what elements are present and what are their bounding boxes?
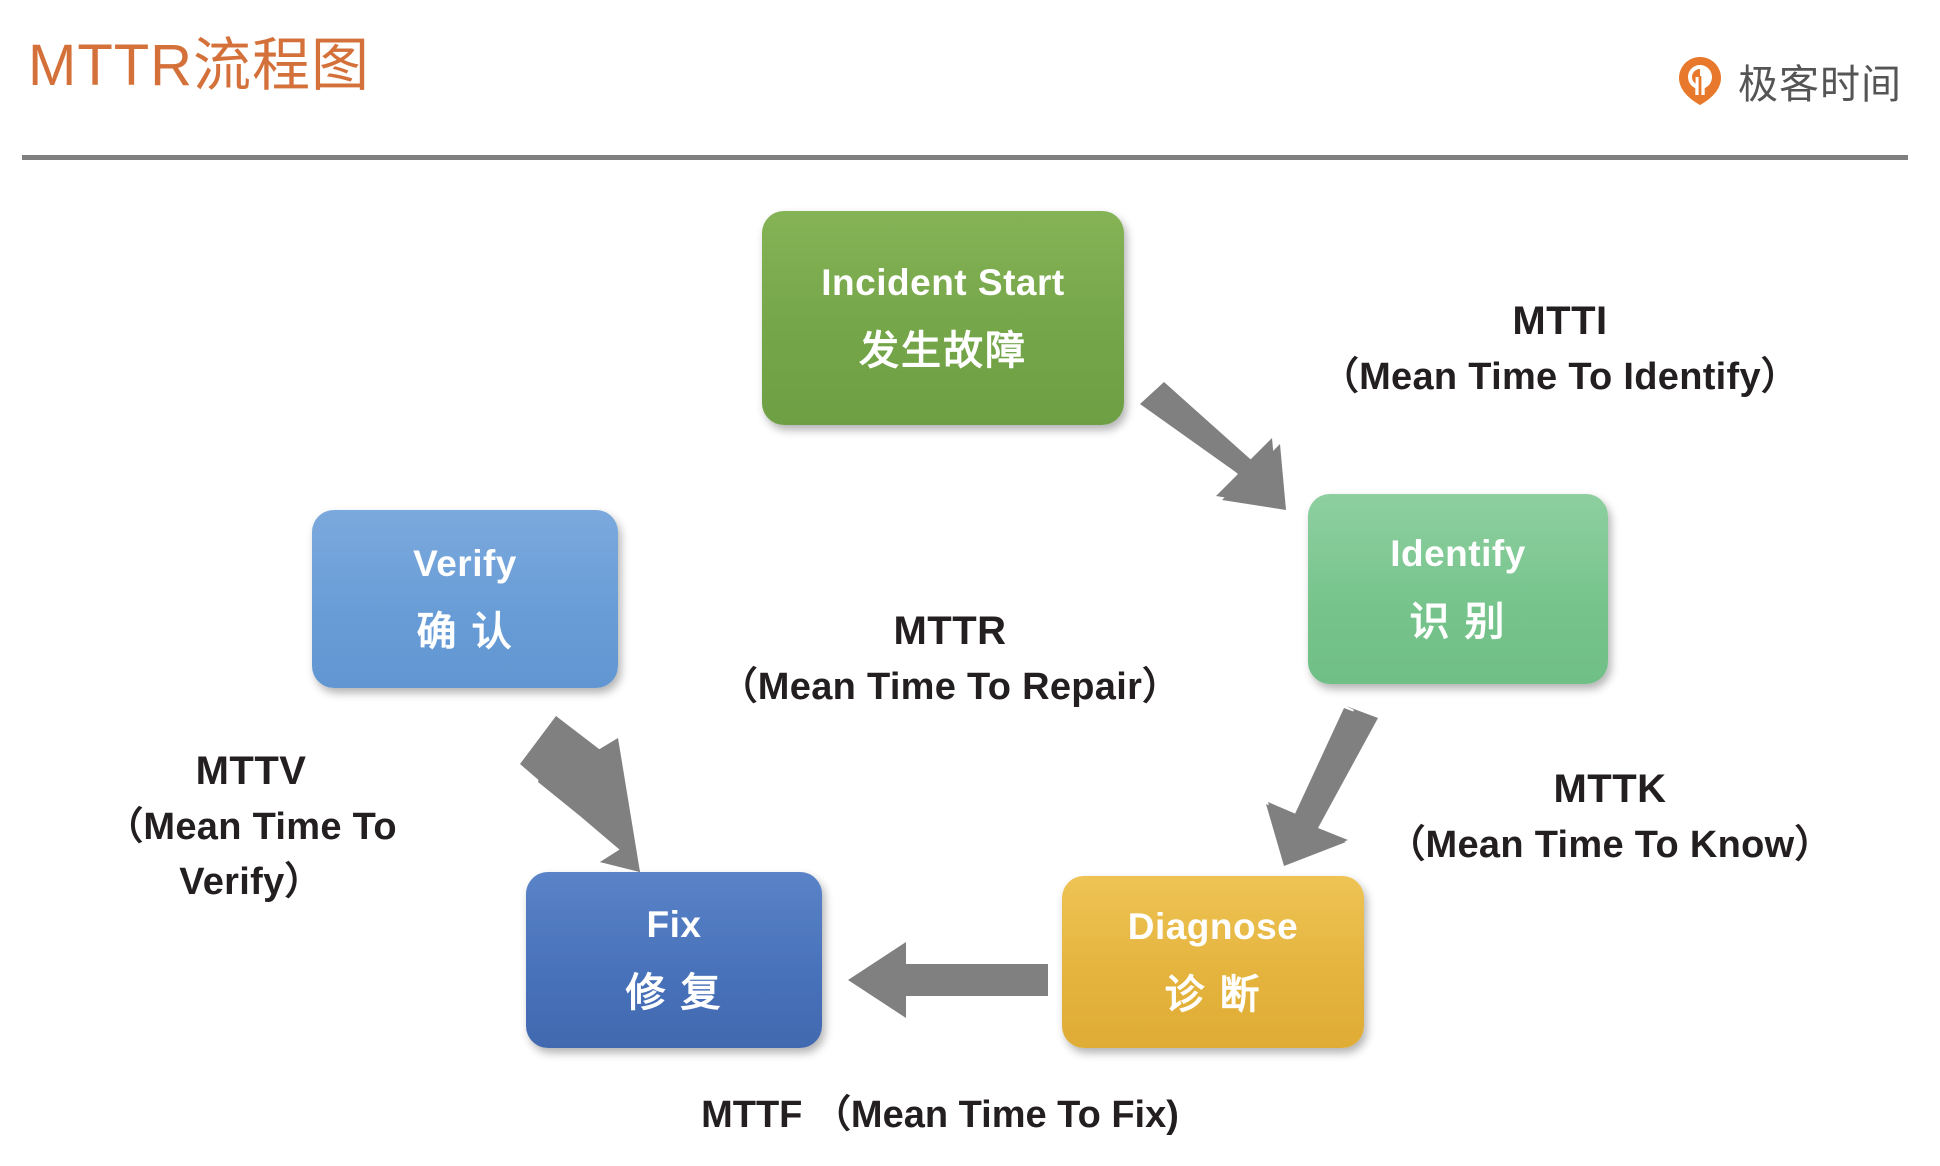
node-label-zh: 修 复: [625, 971, 723, 1016]
metric-label-mtti: MTTI （Mean Time To Identify）: [1300, 292, 1820, 405]
arrow-incident-to-identify-icon: [1140, 382, 1286, 510]
header-divider: [22, 155, 1908, 160]
page-title: MTTR流程图: [28, 33, 371, 98]
node-label-en: Verify: [413, 542, 517, 584]
metric-combined: MTTF （Mean Time To Fix): [701, 1094, 1179, 1136]
metric-label-mttv: MTTV （Mean Time To Verify）: [76, 742, 426, 910]
node-label-en: Diagnose: [1127, 905, 1299, 947]
node-label-zh: 诊 断: [1164, 973, 1262, 1018]
arrow-fix-to-verify-icon: [520, 716, 640, 872]
metric-full: （Mean Time To Verify）: [105, 806, 397, 904]
brand-name: 极客时间: [1738, 63, 1902, 107]
node-label-en: Identify: [1390, 532, 1526, 574]
metric-abbr: MTTV: [195, 749, 307, 793]
metric-full: （Mean Time To Identify）: [1320, 356, 1800, 398]
geektime-logo-icon: [1679, 57, 1721, 105]
metric-full: （Mean Time To Repair）: [719, 666, 1181, 708]
node-verify[interactable]: Verify 确 认: [312, 510, 618, 688]
node-incident-start[interactable]: Incident Start 发生故障: [762, 211, 1124, 425]
node-diagnose[interactable]: Diagnose 诊 断: [1062, 876, 1364, 1048]
node-label-en: Incident Start: [821, 261, 1065, 303]
node-label-en: Fix: [646, 903, 702, 945]
node-fix[interactable]: Fix 修 复: [526, 872, 822, 1048]
brand-logo: 极客时间: [1674, 52, 1902, 110]
node-identify[interactable]: Identify 识 别: [1308, 494, 1608, 684]
metric-abbr: MTTR: [893, 609, 1007, 653]
arrow-diagnose-to-fix-icon: [848, 942, 1048, 1018]
metric-label-mttk: MTTK （Mean Time To Know）: [1380, 760, 1840, 873]
arrow-identify-to-diagnose-icon: [1266, 706, 1378, 866]
node-label-zh: 识 别: [1409, 600, 1507, 645]
node-label-zh: 确 认: [416, 610, 514, 655]
metric-abbr: MTTK: [1553, 767, 1667, 811]
metric-abbr: MTTI: [1512, 299, 1608, 343]
node-label-zh: 发生故障: [859, 329, 1027, 374]
metric-label-mttf: MTTF （Mean Time To Fix): [620, 1088, 1260, 1143]
metric-label-mttr: MTTR （Mean Time To Repair）: [700, 602, 1200, 715]
metric-full: （Mean Time To Know）: [1387, 824, 1833, 866]
